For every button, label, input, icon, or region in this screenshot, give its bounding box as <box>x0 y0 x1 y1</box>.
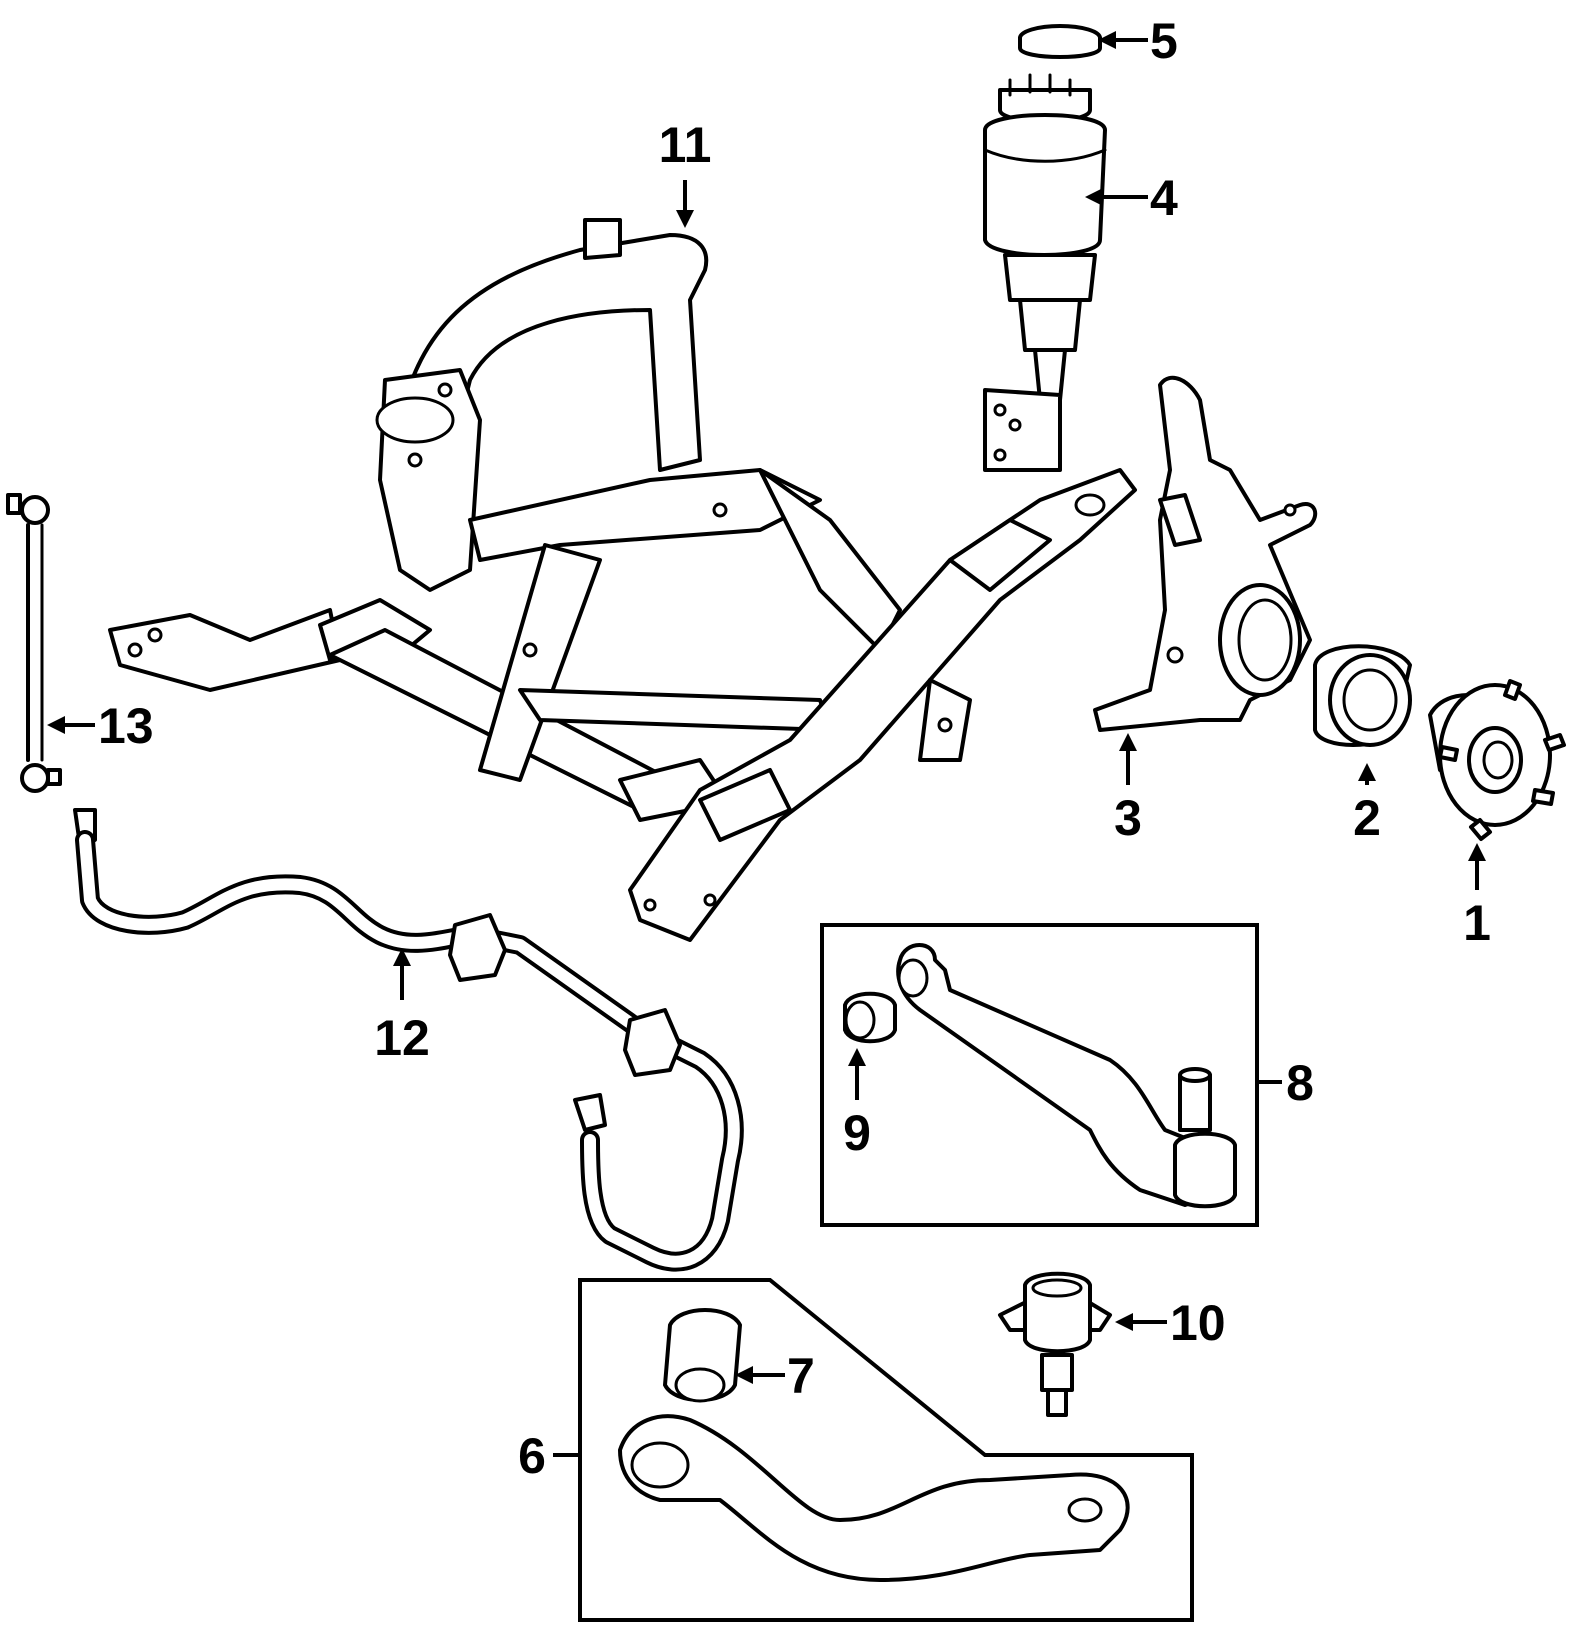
air-strut-illustration <box>983 73 1107 472</box>
callout-11: 11 <box>659 117 712 173</box>
lower-arm-group <box>578 1278 1194 1622</box>
upper-arm-group-box <box>820 923 1259 1227</box>
stabilizer-link-illustration <box>6 493 62 793</box>
callout-12: 12 <box>374 1010 430 1066</box>
callout-3: 3 <box>1114 790 1142 846</box>
callout-1: 1 <box>1463 895 1491 951</box>
wheel-bearing-illustration <box>1313 644 1412 747</box>
strut-mount-cap-illustration <box>1018 24 1102 59</box>
callout-7: 7 <box>787 1348 815 1404</box>
lower-arm-group-box <box>578 1278 1194 1622</box>
ball-joint-illustration <box>998 1271 1112 1417</box>
hub-illustration <box>1428 679 1566 841</box>
upper-arm-group <box>820 923 1259 1227</box>
callout-4: 4 <box>1150 170 1178 226</box>
subframe-illustration <box>108 218 1137 942</box>
callout-5: 5 <box>1150 13 1178 69</box>
leader-lines <box>47 31 1486 1457</box>
callout-labels: 1 2 3 4 5 6 7 8 9 10 11 12 13 <box>98 13 1491 1484</box>
callout-2: 2 <box>1353 790 1381 846</box>
callout-8: 8 <box>1286 1055 1314 1111</box>
callout-10: 10 <box>1170 1295 1226 1351</box>
steering-knuckle-illustration <box>1093 375 1318 732</box>
callout-9: 9 <box>843 1105 871 1161</box>
stabilizer-bar-illustration <box>73 808 744 1272</box>
callout-13: 13 <box>98 698 154 754</box>
callout-6: 6 <box>518 1428 546 1484</box>
